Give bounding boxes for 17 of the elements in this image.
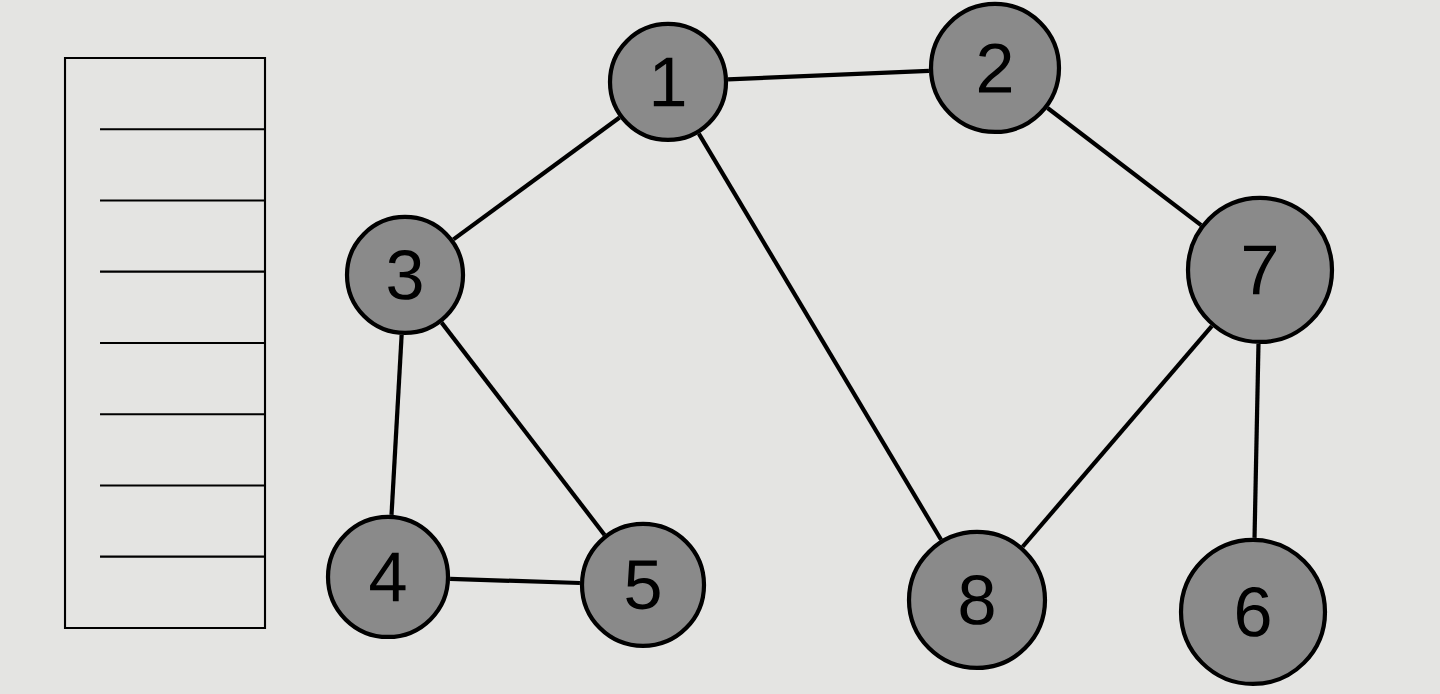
- graph-node: 5: [579, 521, 707, 649]
- graph-node: 8: [906, 529, 1048, 671]
- edge-line: [727, 68, 930, 82]
- graph-node: 7: [1185, 195, 1335, 345]
- edge-line: [450, 576, 580, 586]
- graph-node: 3: [344, 214, 466, 336]
- edge-line: [439, 321, 607, 537]
- edge-line: [1021, 324, 1214, 549]
- edge-line: [697, 132, 943, 541]
- edge-line: [1046, 106, 1203, 227]
- graph-node: 2: [928, 1, 1062, 135]
- edge-line: [1252, 344, 1261, 538]
- graph-node: 1: [607, 21, 729, 143]
- graph-node: 6: [1178, 537, 1328, 687]
- edge-line: [452, 115, 621, 242]
- edge-line: [389, 334, 404, 516]
- graph-node: 4: [325, 514, 451, 640]
